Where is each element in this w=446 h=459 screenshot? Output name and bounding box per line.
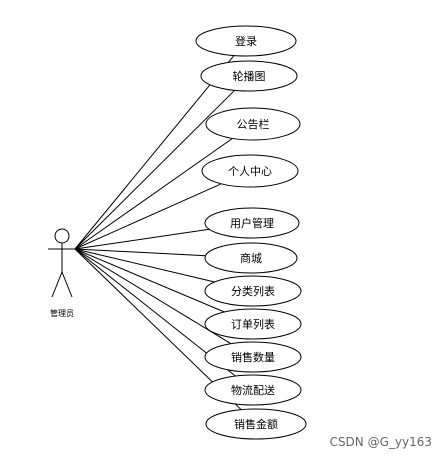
actor-label: 管理员: [50, 308, 74, 318]
association-line: [74, 183, 222, 250]
association-line: [74, 248, 225, 313]
use-case-label: 物流配送: [231, 383, 275, 397]
association-line: [74, 248, 206, 257]
use-case-ellipse: [200, 60, 298, 92]
actor-left-leg: [51, 271, 63, 298]
use-case-ellipse: [204, 308, 302, 340]
use-case-label: 用户管理: [230, 216, 274, 230]
use-case-ellipse: [204, 242, 298, 274]
use-case-label: 个人中心: [228, 165, 272, 178]
use-case-ellipse: [204, 341, 302, 373]
use-case-label: 登录: [235, 34, 257, 48]
actor-admin: 管理员: [48, 228, 76, 318]
association-line: [74, 248, 215, 283]
use-case-node: 商城: [204, 242, 298, 274]
use-case-label: 分类列表: [231, 284, 275, 298]
use-case-node: 用户管理: [204, 207, 300, 239]
use-case-label: 轮播图: [233, 69, 266, 83]
use-case-node: 物流配送: [204, 374, 302, 406]
use-case-node: 销售数量: [204, 341, 302, 373]
use-case-ellipse: [204, 207, 300, 239]
use-case-node: 分类列表: [204, 275, 302, 307]
association-line: [74, 89, 235, 250]
use-case-label: 销售金额: [234, 417, 278, 431]
actor-head: [54, 228, 70, 244]
use-case-ellipse: [204, 374, 302, 406]
association-line: [74, 55, 235, 250]
association-line: [74, 248, 232, 345]
use-case-label: 公告栏: [237, 117, 270, 131]
association-line: [74, 228, 210, 250]
use-case-node: 登录: [195, 25, 297, 57]
actor-right-leg: [61, 271, 73, 298]
use-case-label: 订单列表: [231, 317, 275, 331]
watermark: CSDN @G_yy163: [330, 435, 432, 449]
use-case-node: 订单列表: [204, 308, 302, 340]
use-case-ellipse: [204, 275, 302, 307]
use-case-ellipse: [205, 408, 307, 440]
stick-figure-icon: [48, 228, 76, 298]
use-case-node: 销售金额: [205, 408, 307, 440]
use-case-node: 轮播图: [200, 60, 298, 92]
use-case-node: 个人中心: [201, 154, 299, 188]
use-case-ellipse: [195, 25, 297, 57]
use-case-label: 商城: [240, 251, 262, 265]
use-case-ellipse: [201, 154, 299, 188]
use-case-label: 销售数量: [231, 350, 275, 364]
use-case-node: 公告栏: [205, 107, 301, 141]
association-line: [74, 137, 233, 250]
use-case-ellipse: [205, 107, 301, 141]
